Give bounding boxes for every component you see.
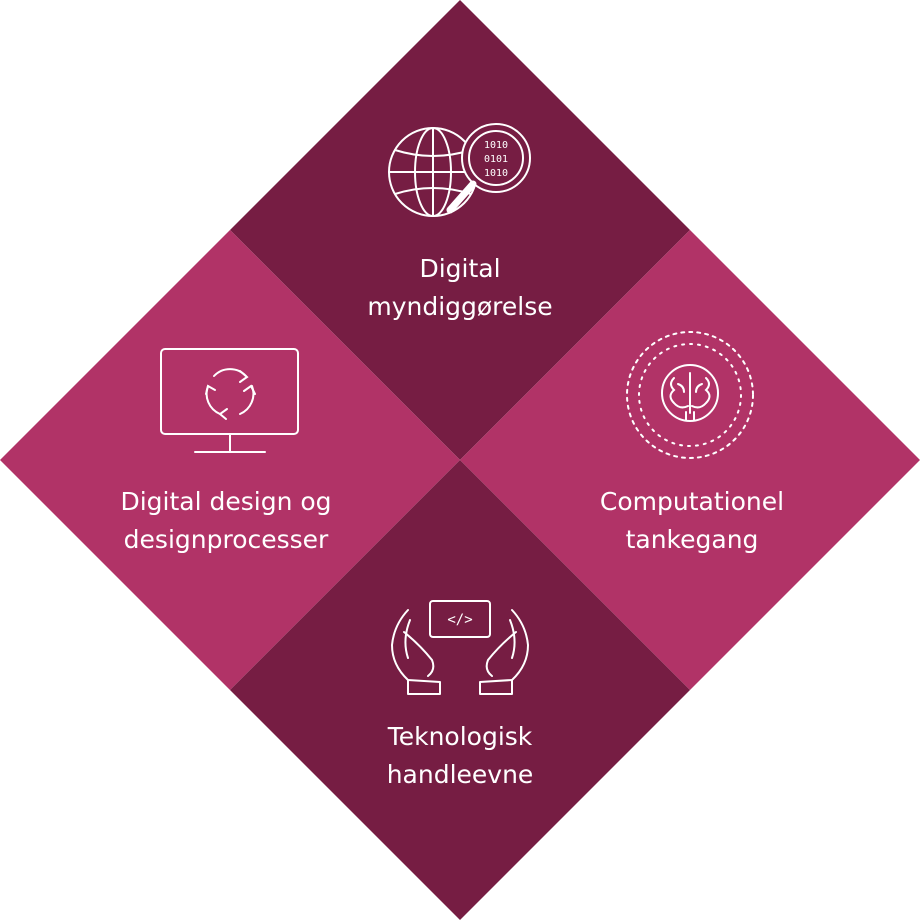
label-line: designprocesser — [123, 525, 329, 554]
globe-magnifier-icon: 1010 0101 1010 — [388, 123, 531, 217]
label-line: tankegang — [625, 525, 759, 554]
binary-text-row-1: 1010 — [484, 140, 508, 151]
brain-binary-icon — [626, 331, 754, 459]
label-line: handleevne — [386, 760, 534, 789]
label-digital-design: Digital design og designprocesser — [120, 483, 331, 559]
code-glyph: </> — [447, 612, 472, 628]
binary-text-row-3: 1010 — [484, 168, 508, 179]
label-digital-myndiggorelse: Digital myndiggørelse — [367, 250, 552, 326]
label-line: Digital design og — [120, 487, 332, 516]
binary-text-row-2: 0101 — [484, 154, 508, 165]
hands-code-icon: </> — [391, 600, 529, 695]
monitor-refresh-icon — [160, 348, 299, 453]
label-teknologisk-handleevne: Teknologisk handleevne — [387, 718, 534, 794]
label-line: Computationel — [599, 487, 785, 516]
quadrant-bottom — [230, 460, 690, 920]
label-line: Digital — [419, 254, 501, 283]
label-line: Teknologisk — [387, 722, 533, 751]
label-line: myndiggørelse — [367, 292, 553, 321]
label-computationel-tankegang: Computationel tankegang — [600, 483, 784, 559]
